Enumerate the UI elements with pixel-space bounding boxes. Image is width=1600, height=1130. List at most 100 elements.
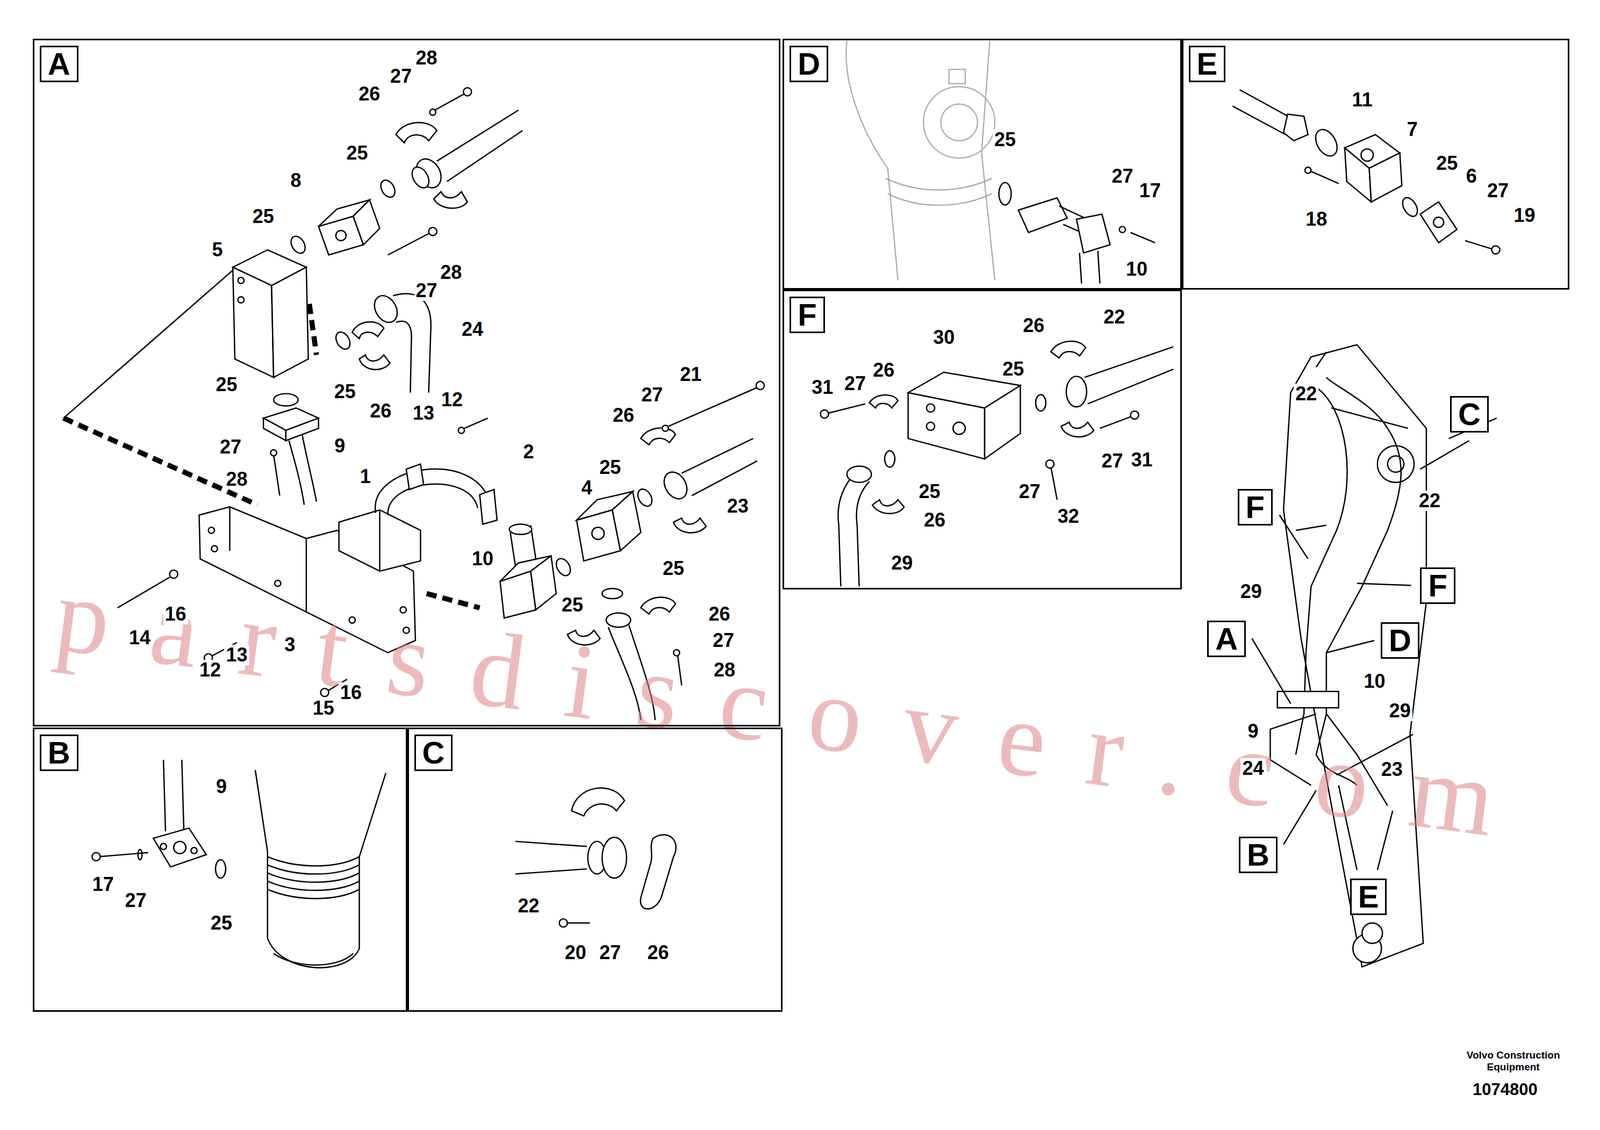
drawing-ellipse — [369, 291, 402, 327]
callout-number: 15 — [311, 698, 336, 719]
drawing-circle — [591, 527, 605, 540]
drawing-ellipse — [333, 329, 354, 352]
detail-letter: D — [1388, 623, 1412, 658]
drawing-circle — [270, 449, 277, 456]
drawing-path — [1232, 89, 1292, 135]
detail-callout-box: C — [1450, 396, 1489, 433]
callout-number: 22 — [1101, 306, 1127, 328]
drawing-path — [872, 499, 904, 514]
detail-letter: F — [1245, 490, 1265, 525]
callout-number: 1 — [358, 466, 373, 487]
drawing-ellipse — [138, 849, 143, 860]
drawing-path — [885, 178, 992, 206]
drawing-g — [820, 341, 1174, 587]
drawing-path — [267, 856, 360, 899]
callout-number: 25 — [250, 206, 276, 227]
drawing-path — [388, 232, 432, 256]
drawing-ellipse — [884, 450, 895, 468]
callout-number: 26 — [368, 400, 393, 422]
detail-letter: E — [1188, 45, 1226, 83]
detail-letter: C — [1458, 397, 1481, 432]
callout-number: 26 — [706, 604, 732, 625]
callout-number: 26 — [356, 83, 382, 105]
drawing-path — [378, 510, 380, 572]
callout-number: 25 — [344, 142, 370, 164]
drawing-path — [63, 418, 258, 505]
drawing-g — [1251, 345, 1497, 968]
drawing-path — [1279, 514, 1309, 559]
callout-number: 29 — [889, 553, 915, 574]
drawing-circle — [756, 381, 765, 390]
drawing-circle — [926, 422, 935, 431]
drawing-path — [273, 953, 354, 966]
callout-number: 28 — [414, 47, 440, 69]
callout-number: 25 — [560, 594, 585, 616]
detail-letter: C — [414, 734, 454, 772]
callout-number: 9 — [1245, 721, 1260, 742]
drawing-polygon — [1283, 345, 1427, 968]
callout-number: 31 — [1129, 449, 1154, 471]
drawing-path — [375, 469, 490, 516]
drawing-circle — [923, 86, 995, 159]
drawing-path — [436, 110, 523, 182]
callout-number: 12 — [197, 659, 223, 681]
drawing-circle — [208, 527, 215, 534]
detail-callout-box: D — [1380, 622, 1420, 659]
drawing-circle — [1360, 148, 1374, 162]
drawing-ellipse — [1399, 195, 1421, 219]
drawing-circle — [190, 847, 197, 854]
callout-number: 32 — [1056, 506, 1081, 527]
callout-number: 21 — [678, 364, 703, 385]
callout-number: 27 — [123, 890, 148, 911]
drawing-circle — [1304, 167, 1311, 174]
callout-number: 25 — [917, 481, 943, 502]
drawing-path — [1306, 387, 1348, 653]
detail-letter: D — [789, 45, 829, 83]
callout-number: 27 — [711, 630, 736, 651]
drawing-path — [640, 834, 677, 909]
drawing-circle — [463, 87, 472, 96]
drawing-path — [515, 841, 587, 875]
drawing-path — [433, 191, 468, 209]
callout-number: 27 — [842, 373, 868, 394]
callout-number: 29 — [1387, 700, 1413, 722]
callout-number: 8 — [289, 170, 304, 191]
callout-number: 27 — [388, 66, 414, 87]
callout-number: 13 — [411, 403, 436, 424]
drawing-path — [406, 464, 498, 525]
drawing-polygon — [984, 385, 1021, 459]
callout-number: 7 — [1405, 119, 1420, 140]
drawing-path — [837, 479, 870, 587]
drawing-circle — [1130, 411, 1139, 420]
detail-callout-box: E — [1350, 878, 1388, 916]
detail-letter: A — [1215, 622, 1238, 656]
drawing-ellipse — [215, 859, 226, 879]
drawing-path — [1465, 240, 1492, 249]
callout-number: 12 — [439, 389, 465, 411]
detail-panel: D — [782, 38, 1182, 290]
detail-letter: F — [789, 296, 825, 334]
callout-number: 23 — [725, 496, 751, 517]
detail-callout-box: A — [1207, 620, 1246, 658]
drawing-polygon — [339, 510, 421, 572]
drawing-path — [396, 122, 437, 143]
drawing-path — [1251, 638, 1291, 704]
drawing-path — [845, 40, 995, 281]
drawing-circle — [274, 580, 281, 587]
drawing-path — [1295, 352, 1413, 776]
drawing-circle — [238, 277, 245, 284]
detail-callout-box: F — [1237, 489, 1273, 526]
callout-number: 25 — [1434, 153, 1460, 174]
callout-number: 22 — [1293, 383, 1319, 405]
drawing-circle — [952, 422, 966, 435]
callout-number: 27 — [218, 436, 243, 458]
drawing-rect — [949, 69, 966, 84]
drawing-path — [426, 593, 480, 609]
callout-number: 25 — [209, 913, 234, 934]
drawing-ellipse — [1311, 125, 1342, 160]
drawing-path — [640, 597, 676, 614]
drawing-polygon — [263, 418, 286, 441]
drawing-ellipse — [606, 613, 631, 628]
drawing-path — [673, 518, 707, 533]
drawing-rect — [1277, 691, 1339, 708]
